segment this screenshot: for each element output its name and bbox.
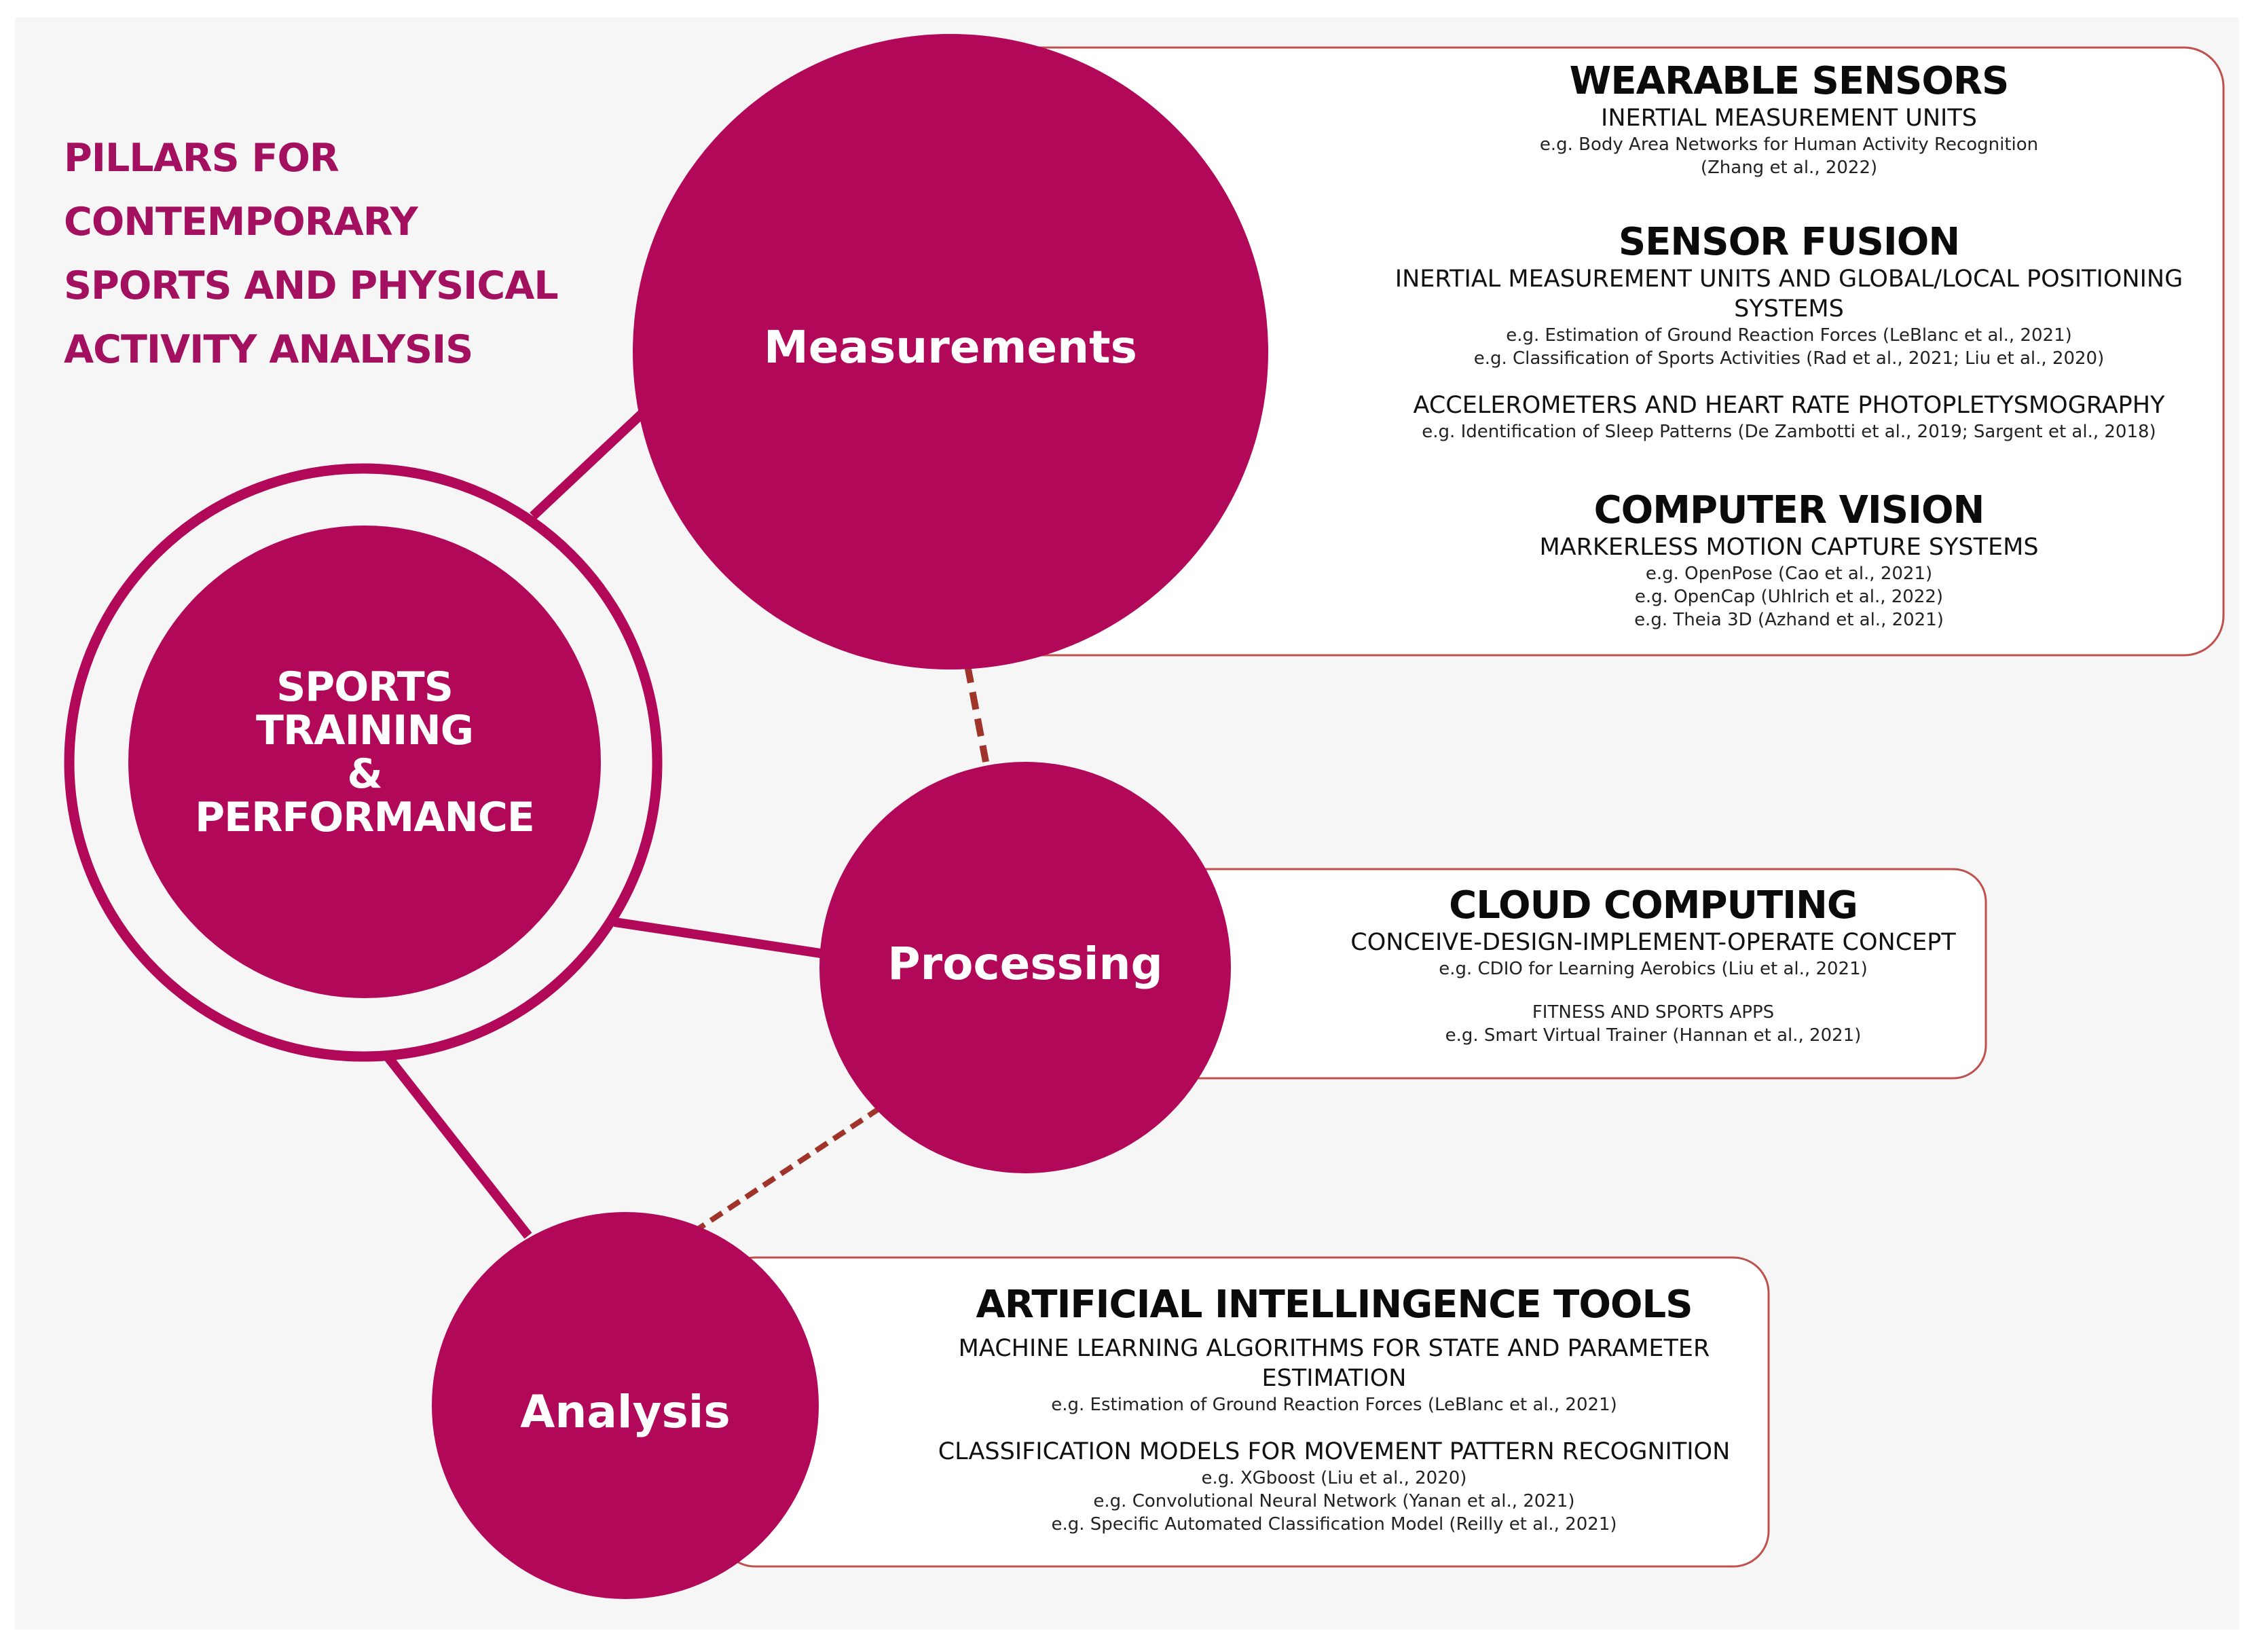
cloud-computing-example: e.g. CDIO for Learning Aerobics (Liu et …	[1439, 959, 1868, 979]
wearable-sensors-sub: INERTIAL MEASUREMENT UNITS	[1601, 105, 1977, 132]
sensor-fusion-example: e.g. Classification of Sports Activities…	[1473, 348, 2105, 369]
computer-vision-example: e.g. Theia 3D (Azhand et al., 2021)	[1634, 610, 1944, 630]
sensor-fusion-heading: SENSOR FUSION	[1618, 220, 1960, 264]
fitness-apps-example: e.g. Smart Virtual Trainer (Hannan et al…	[1445, 1025, 1862, 1046]
ai-tools-heading: ARTIFICIAL INTELLINGENCE TOOLS	[976, 1283, 1693, 1327]
cloud-computing-sub: CONCEIVE-DESIGN-IMPLEMENT-OPERATE CONCEP…	[1350, 929, 1956, 956]
center-label-line: &	[347, 750, 382, 798]
center-label: SPORTS TRAINING & PERFORMANCE	[161, 665, 568, 839]
title-line: ACTIVITY ANALYSIS	[64, 327, 473, 372]
classification-sub: CLASSIFICATION MODELS FOR MOVEMENT PATTE…	[938, 1438, 1731, 1465]
dashed-connector-measurements-processing	[964, 665, 989, 763]
sensor-fusion-sub: SYSTEMS	[1734, 295, 1844, 323]
classification-example: e.g. Specific Automated Classification M…	[1051, 1514, 1617, 1535]
center-label-line: TRAINING	[256, 707, 474, 754]
wearable-sensors-example: e.g. Body Area Networks for Human Activi…	[1539, 134, 2039, 155]
analysis-label: Analysis	[520, 1386, 731, 1438]
computer-vision-sub: MARKERLESS MOTION CAPTURE SYSTEMS	[1539, 534, 2039, 561]
connector-center-processing	[613, 917, 826, 959]
processing-circle	[819, 762, 1231, 1173]
title-line: PILLARS FOR	[64, 136, 339, 181]
sensor-fusion-sub: INERTIAL MEASUREMENT UNITS AND GLOBAL/LO…	[1395, 265, 2183, 293]
title-line: SPORTS AND PHYSICAL	[64, 263, 559, 308]
classification-example: e.g. XGboost (Liu et al., 2020)	[1201, 1468, 1467, 1488]
sensor-fusion-sub2: ACCELEROMETERS AND HEART RATE PHOTOPLETY…	[1413, 392, 2165, 419]
center-outer-ring	[64, 463, 663, 1062]
ai-tools-example: e.g. Estimation of Ground Reaction Force…	[1051, 1395, 1617, 1415]
dashed-connector-processing-analysis	[684, 1105, 882, 1240]
computer-vision-example: e.g. OpenPose (Cao et al., 2021)	[1645, 564, 1933, 584]
computer-vision-heading: COMPUTER VISION	[1593, 488, 1985, 532]
ai-tools-sub: ESTIMATION	[1261, 1365, 1407, 1392]
computer-vision-section: COMPUTER VISION MARKERLESS MOTION CAPTUR…	[1365, 489, 2213, 631]
center-label-line: PERFORMANCE	[195, 794, 535, 841]
sensor-fusion-section: SENSOR FUSION INERTIAL MEASUREMENT UNITS…	[1351, 221, 2227, 443]
connector-center-measurements	[530, 407, 648, 520]
wearable-sensors-example: (Zhang et al., 2022)	[1700, 158, 1878, 178]
processing-label: Processing	[887, 938, 1163, 990]
wearable-sensors-heading: WEARABLE SENSORS	[1569, 59, 2010, 103]
fitness-apps-sub: FITNESS AND SPORTS APPS	[1532, 1002, 1775, 1023]
classification-example: e.g. Convolutional Neural Network (Yanan…	[1093, 1491, 1575, 1511]
measurements-label: Measurements	[764, 321, 1137, 373]
sensor-fusion-example: e.g. Estimation of Ground Reaction Force…	[1506, 325, 2072, 346]
connector-center-analysis	[383, 1052, 532, 1239]
title-line: CONTEMPORARY	[64, 200, 418, 244]
center-circle	[128, 526, 601, 998]
cloud-computing-section: CLOUD COMPUTING CONCEIVE-DESIGN-IMPLEMEN…	[1263, 884, 2044, 1047]
ai-tools-sub: MACHINE LEARNING ALGORITHMS FOR STATE AN…	[958, 1335, 1710, 1362]
computer-vision-example: e.g. OpenCap (Uhlrich et al., 2022)	[1634, 587, 1944, 607]
sensor-fusion-example2: e.g. Identification of Sleep Patterns (D…	[1422, 422, 2156, 442]
cloud-computing-heading: CLOUD COMPUTING	[1449, 883, 1858, 928]
diagram-title: PILLARS FOR CONTEMPORARY SPORTS AND PHYS…	[64, 126, 593, 382]
analysis-circle	[432, 1212, 819, 1599]
ai-tools-section: ARTIFICIAL INTELLINGENCE TOOLS MACHINE L…	[900, 1283, 1769, 1536]
measurements-circle	[633, 34, 1268, 669]
wearable-sensors-section: WEARABLE SENSORS INERTIAL MEASUREMENT UN…	[1371, 60, 2207, 179]
center-label-line: SPORTS	[276, 663, 454, 711]
